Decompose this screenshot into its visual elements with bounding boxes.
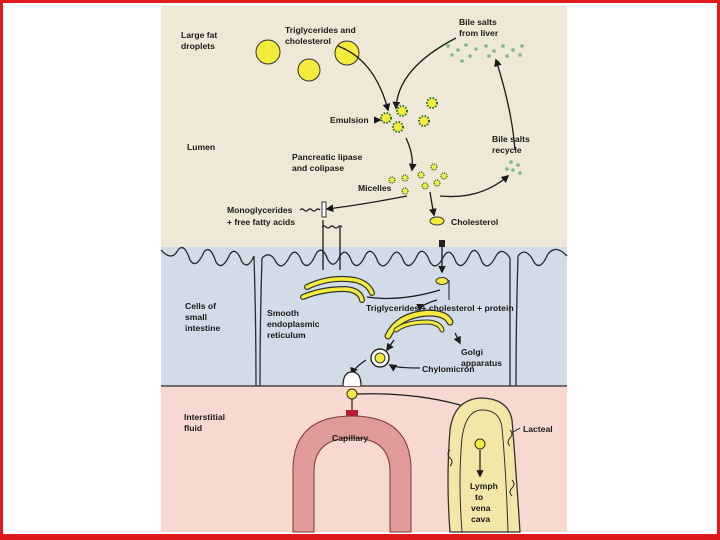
label-capillary: Capillary — [332, 433, 369, 443]
label-free-fatty-acids: + free fatty acids — [227, 217, 295, 227]
label-from-liver: from liver — [459, 28, 499, 38]
capillary-pore — [346, 410, 358, 416]
chylomicron-released — [346, 388, 358, 400]
exocytosis-pocket — [342, 371, 362, 387]
lacteal-wall — [447, 429, 515, 497]
label-droplets: droplets — [181, 41, 215, 51]
cells-region — [161, 247, 567, 387]
label-apparatus: apparatus — [461, 358, 502, 368]
cell-wall-left — [253, 255, 257, 387]
emulsion-droplets — [380, 97, 438, 133]
label-micelles: Micelles — [358, 183, 392, 193]
cell-wall-left-2 — [259, 257, 263, 387]
label-endoplasmic: endoplasmic — [267, 319, 320, 329]
lacteal-inner — [459, 409, 509, 533]
glycerol-symbol — [321, 201, 327, 218]
label-to: to — [475, 492, 483, 502]
label-lymph: Lymph — [470, 481, 498, 491]
label-large-fat: Large fat — [181, 30, 217, 40]
label-smooth: Smooth — [267, 308, 299, 318]
cholesterol-molecule — [429, 216, 445, 226]
capillary — [292, 415, 412, 533]
chylomicron — [374, 352, 386, 364]
fatty-acid-chain — [299, 208, 321, 212]
label-cholesterol: Cholesterol — [451, 217, 498, 227]
label-emulsion: Emulsion — [330, 115, 369, 125]
lumen-arrows — [322, 37, 516, 270]
labels: Large fat droplets Triglycerides and cho… — [181, 17, 553, 524]
transporter — [439, 240, 445, 247]
label-pancreatic: Pancreatic lipase — [292, 152, 362, 162]
fat-droplet — [334, 40, 360, 66]
label-cholesterol-top: cholesterol — [285, 36, 331, 46]
label-small: small — [185, 312, 207, 322]
fat-droplet — [255, 39, 281, 65]
label-reticulum: reticulum — [267, 330, 306, 340]
label-lumen: Lumen — [187, 142, 215, 152]
label-recycle: recycle — [492, 145, 522, 155]
microvilli-membrane — [160, 246, 568, 267]
label-interstitial: Interstitial — [184, 412, 225, 422]
label-golgi: Golgi — [461, 347, 483, 357]
label-chylomicron: Chylomicron — [422, 364, 475, 374]
smooth-er — [300, 275, 375, 303]
label-lacteal: Lacteal — [523, 424, 553, 434]
label-bile-recycle: Bile salts — [492, 134, 530, 144]
label-bile-salts: Bile salts — [459, 17, 497, 27]
label-intestine: intestine — [185, 323, 221, 333]
label-fluid: fluid — [184, 423, 202, 433]
label-trig-protein: Triglycerides + cholesterol + protein — [366, 303, 514, 313]
chylomicron-lacteal — [474, 438, 486, 450]
fatty-acid-chain — [321, 225, 343, 229]
label-colipase: and colipase — [292, 163, 344, 173]
label-cava: cava — [471, 514, 490, 524]
lumen-region — [161, 6, 567, 252]
label-triglycerides: Triglycerides and — [285, 25, 356, 35]
label-cells-of: Cells of — [185, 301, 216, 311]
fat-droplet — [297, 58, 321, 82]
label-vena: vena — [471, 503, 491, 513]
micelles — [388, 163, 448, 195]
golgi-apparatus — [384, 309, 454, 340]
cholesterol-molecule-inside — [435, 277, 449, 285]
lacteal-leader — [512, 427, 521, 433]
label-monoglycerides: Monoglycerides — [227, 205, 293, 215]
cell-wall-right-2 — [515, 255, 519, 387]
